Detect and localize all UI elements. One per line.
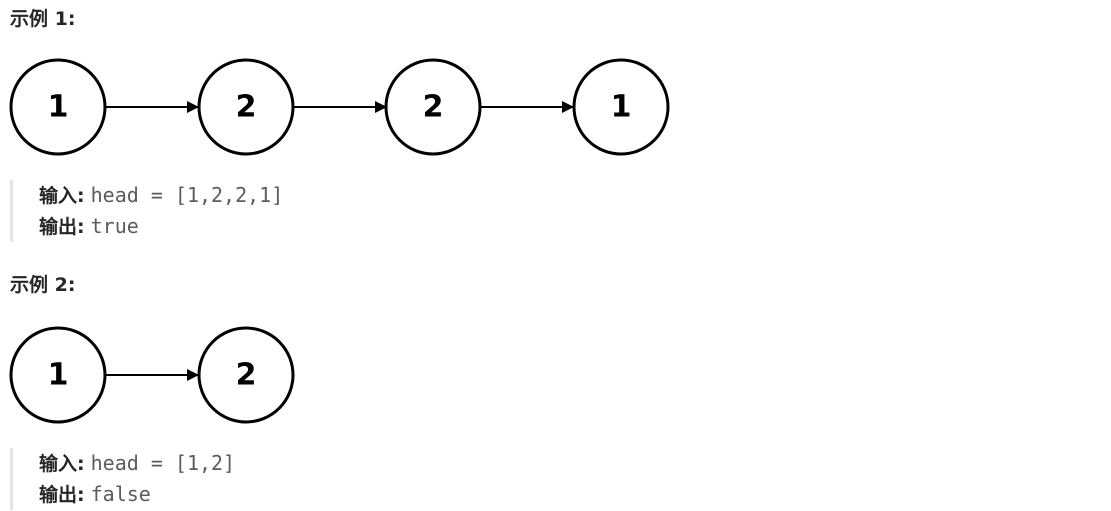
node-1-value: 1: [48, 90, 69, 125]
output-value: false: [90, 482, 151, 506]
node-3-value: 2: [423, 90, 444, 125]
node-2-value: 2: [236, 358, 257, 393]
node-1: 1: [9, 326, 107, 424]
example-1-linked-list-diagram: 1 2 2 1: [0, 58, 680, 158]
example-2-output-line: 输出:false: [39, 479, 235, 510]
input-value: head = [1,2,2,1]: [90, 183, 284, 207]
node-2: 2: [197, 58, 295, 156]
node-1-value: 1: [48, 358, 69, 393]
example-1-title: 示例 1:: [10, 8, 76, 30]
example-2-io-block: 输入:head = [1,2] 输出:false: [10, 448, 235, 510]
node-2: 2: [197, 326, 295, 424]
example-1-input-line: 输入:head = [1,2,2,1]: [39, 180, 283, 211]
linked-list-svg: 1 2 2 1: [9, 58, 670, 156]
input-label: 输入:: [39, 185, 85, 207]
example-1-io-block: 输入:head = [1,2,2,1] 输出:true: [10, 180, 283, 242]
node-1: 1: [9, 58, 107, 156]
node-4-value: 1: [611, 90, 632, 125]
input-value: head = [1,2]: [90, 451, 236, 475]
example-2-linked-list-diagram: 1 2: [0, 326, 300, 426]
linked-list-svg: 1 2: [9, 326, 295, 424]
node-2-value: 2: [236, 90, 257, 125]
node-4: 1: [572, 58, 670, 156]
example-1-output-line: 输出:true: [39, 211, 283, 242]
input-label: 输入:: [39, 453, 85, 475]
output-label: 输出:: [39, 484, 85, 506]
example-2-title: 示例 2:: [10, 274, 76, 296]
example-2-input-line: 输入:head = [1,2]: [39, 448, 235, 479]
node-3: 2: [384, 58, 482, 156]
output-label: 输出:: [39, 216, 85, 238]
output-value: true: [90, 214, 139, 238]
